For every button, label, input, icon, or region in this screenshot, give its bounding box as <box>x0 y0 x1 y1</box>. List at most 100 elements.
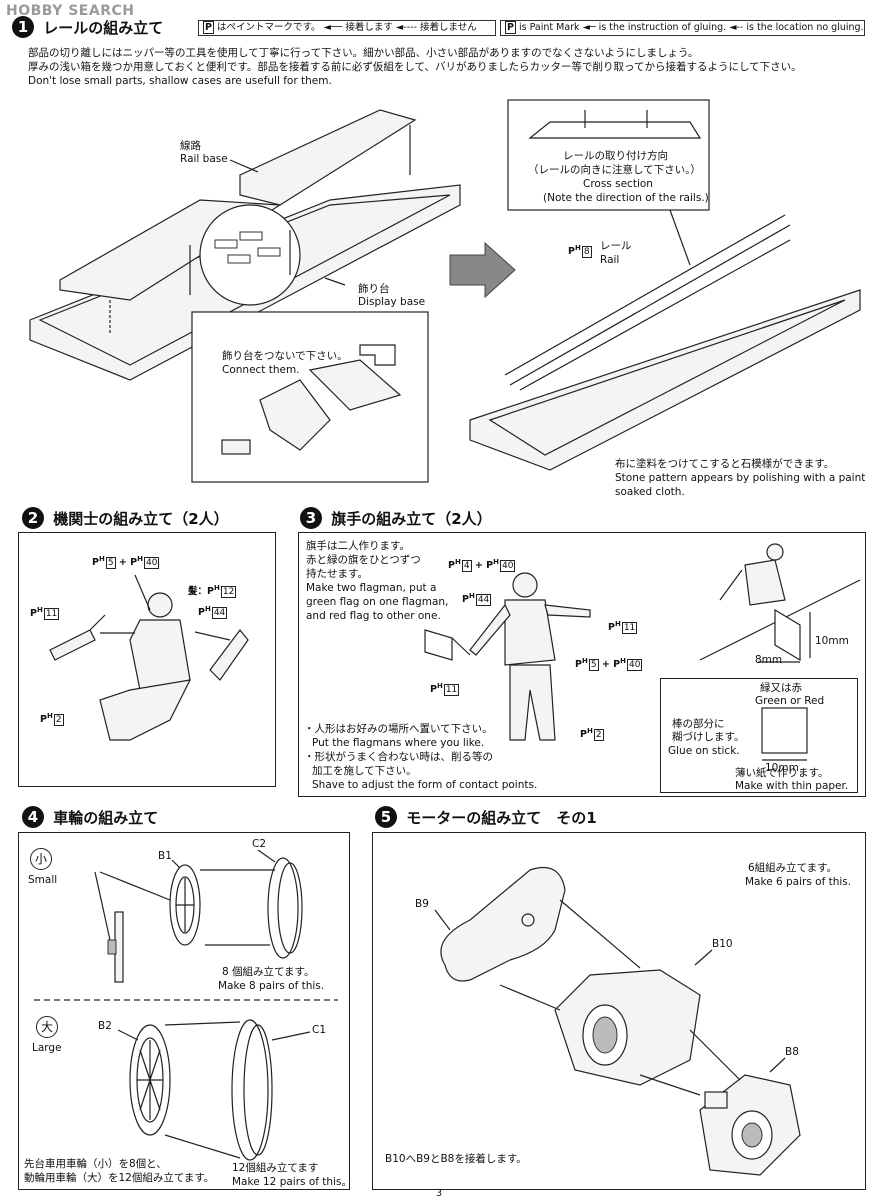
b1-label: B1 <box>158 850 172 862</box>
step-number-badge: 3 <box>300 507 322 529</box>
step1-intro-en: Don't lose small parts, shallow cases ar… <box>28 75 332 87</box>
legend-jp-paint: はペイントマークです。 <box>217 22 321 33</box>
arrow-dashed-icon: ◄---- <box>395 22 417 33</box>
note2-jp1: ・形状がうまく合わない時は、削る等の <box>304 751 493 763</box>
b10-label: B10 <box>712 938 733 950</box>
step-number-badge: 2 <box>22 507 44 529</box>
small-kanji-badge: 小 <box>30 848 52 870</box>
large-en: Large <box>32 1042 62 1054</box>
cross-en1: Cross section <box>583 178 653 190</box>
rail-jp: レール <box>600 240 632 252</box>
c2-label: C2 <box>252 838 267 850</box>
small-en: Small <box>28 874 58 886</box>
cross-jp2: （レールの向きに注意して下さい。） <box>528 164 701 176</box>
legend-jp-noglue: 接着しません <box>419 22 477 33</box>
flag-width: 10mm <box>765 762 799 774</box>
step5-title: モーターの組み立て その1 <box>406 809 597 827</box>
b9-label: B9 <box>415 898 429 910</box>
connect-jp: 飾り台をつないで下さい。 <box>222 350 348 362</box>
flag-color-en: Green or Red <box>755 695 825 707</box>
step3-title: 旗手の組み立て（2人） <box>331 510 492 528</box>
large-kanji-badge: 大 <box>36 1016 58 1038</box>
paint-mark-icon: P <box>505 21 516 34</box>
note2-jp2: 加工を施して下さい。 <box>312 765 417 777</box>
use-jp2: 動輪用車輪（大）を12個組み立てます。 <box>24 1172 215 1184</box>
arrow-solid-icon: ◄── <box>323 22 343 33</box>
step-number-badge: 5 <box>375 806 397 828</box>
rail-base-jp: 線路 <box>180 140 201 152</box>
connect-en: Connect them. <box>222 364 300 376</box>
cross-en2: (Note the direction of the rails.) <box>543 192 709 204</box>
pairs-jp: 6組組み立てます。 <box>748 862 838 874</box>
legend-en: P is Paint Mark ◄─ is the instruction of… <box>500 20 865 36</box>
flagman-desc-jp2: 赤と緑の旗をひとつずつ <box>306 554 421 566</box>
flagman-desc-en2: green flag on one flagman, <box>306 596 449 608</box>
note1-en: Put the flagmans where you like. <box>312 737 485 749</box>
legend-en-paint: is Paint Mark <box>519 22 580 33</box>
step3-panel <box>298 532 866 797</box>
step1-intro-jp1: 部品の切り離しにはニッパー等の工具を使用して丁寧に行って下さい。細かい部品、小さ… <box>28 47 699 59</box>
paper-en: Make with thin paper. <box>735 780 849 792</box>
rail-base-en: Rail base <box>180 153 228 165</box>
step1-title: レールの組み立て <box>43 19 164 37</box>
step1-intro-jp2: 厚みの浅い箱を幾つか用意しておくと便利です。部品を接着する前に必ず仮組をして、バ… <box>28 61 802 73</box>
flagman-desc-jp1: 旗手は二人作ります。 <box>306 540 410 552</box>
display-base-jp: 飾り台 <box>358 283 390 295</box>
step4-title: 車輪の組み立て <box>53 809 159 827</box>
step3-header: 3 旗手の組み立て（2人） <box>300 507 492 529</box>
watermark: HOBBY SEARCH <box>6 3 135 19</box>
step-number-badge: 1 <box>12 16 34 38</box>
legend-jp: P はペイントマークです。 ◄── 接着します ◄---- 接着しません <box>198 20 496 36</box>
flag-dim-height: 10mm <box>815 635 849 647</box>
paint-mark-icon: P <box>203 21 214 34</box>
b2-label: B2 <box>98 1020 112 1032</box>
small-count-jp: 8 個組み立てます。 <box>222 966 315 978</box>
flag-detail-panel <box>660 678 858 793</box>
flagman-desc-en1: Make two flagman, put a <box>306 582 437 594</box>
motor-glue-jp: B10へB9とB8を接着します。 <box>385 1153 527 1165</box>
small-wheel-label: 小 <box>30 848 52 870</box>
stick-jp2: 糊づけします。 <box>672 731 745 743</box>
step1-header: 1 レールの組み立て <box>12 16 163 38</box>
step2-title: 機関士の組み立て（2人） <box>53 510 229 528</box>
arrow-solid-icon: ◄─ <box>582 22 596 33</box>
step4-header: 4 車輪の組み立て <box>22 806 158 828</box>
flag-color-jp: 緑又は赤 <box>760 682 802 694</box>
legend-en-glue: is the instruction of gluing. <box>598 22 727 33</box>
large-count-en: Make 12 pairs of this。 <box>232 1176 352 1188</box>
step4-panel <box>18 832 350 1190</box>
pairs-en: Make 6 pairs of this. <box>745 876 852 888</box>
step5-header: 5 モーターの組み立て その1 <box>375 806 597 828</box>
use-jp1: 先台車用車輪（小）を8個と、 <box>24 1158 167 1170</box>
note2-en: Shave to adjust the form of contact poin… <box>312 779 538 791</box>
stone-en1: Stone pattern appears by polishing with … <box>615 472 866 484</box>
arrow-dashed-icon: ◄-- <box>729 22 744 33</box>
flagman-desc-jp3: 持たせます。 <box>306 568 368 580</box>
c1-label: C1 <box>312 1024 327 1036</box>
step2-panel <box>18 532 276 787</box>
step2-header: 2 機関士の組み立て（2人） <box>22 507 229 529</box>
display-base-en: Display base <box>358 296 426 308</box>
legend-en-noglue: is the location no gluing. <box>746 22 864 33</box>
note1-jp: ・人形はお好みの場所へ置いて下さい。 <box>304 723 493 735</box>
rail-en: Rail <box>600 254 620 266</box>
paper-jp: 薄い紙で作ります。 <box>735 767 829 779</box>
b8-label: B8 <box>785 1046 799 1058</box>
large-wheel-label: 大 <box>36 1016 58 1038</box>
